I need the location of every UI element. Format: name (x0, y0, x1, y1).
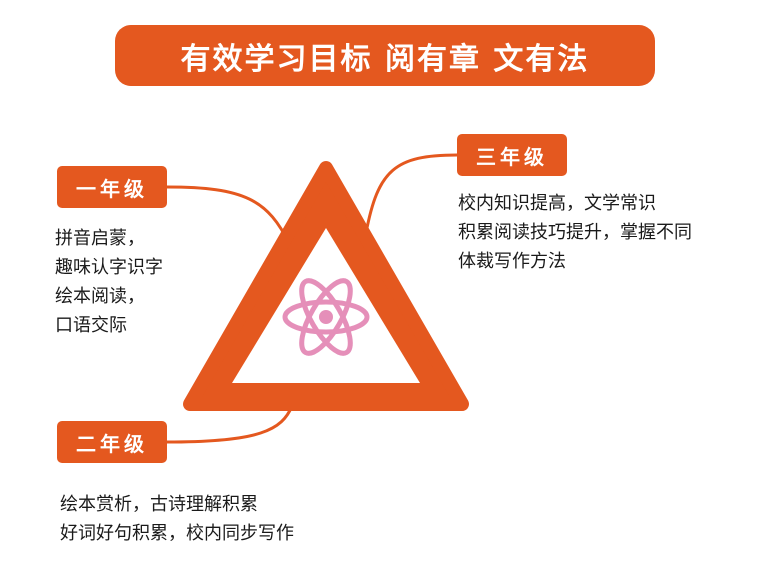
grade-2-line: 绘本赏析，古诗理解积累 (60, 494, 258, 515)
page-title: 有效学习目标 阅有章 文有法 (180, 41, 590, 77)
grade-1-line: 拼音启蒙， (55, 228, 145, 249)
grade-3-line: 校内知识提高，文学常识 (458, 193, 656, 214)
grade-1-description: 拼音启蒙， 趣味认字识字 绘本阅读， 口语交际 (55, 224, 163, 340)
grade-1-line: 口语交际 (55, 315, 127, 336)
grade-3-tab: 三年级 (457, 134, 567, 176)
grade-2-tab: 二年级 (57, 421, 167, 463)
grade-1-tab: 一年级 (57, 166, 167, 208)
title-banner: 有效学习目标 阅有章 文有法 (115, 25, 655, 86)
grade-1-line: 绘本阅读， (55, 286, 145, 307)
connector-grade1 (166, 185, 292, 246)
grade-3-line: 积累阅读技巧提升，掌握不同 (458, 222, 692, 243)
connector-grade3 (364, 153, 458, 234)
grade-1-line: 趣味认字识字 (55, 257, 163, 278)
grade-2-line: 好词好句积累，校内同步写作 (60, 523, 294, 544)
grade-2-description: 绘本赏析，古诗理解积累 好词好句积累，校内同步写作 (60, 490, 294, 548)
grade-3-description: 校内知识提高，文学常识 积累阅读技巧提升，掌握不同 体裁写作方法 (458, 189, 692, 276)
center-triangle-inner (232, 228, 420, 383)
grade-2-label: 二年级 (76, 431, 148, 456)
grade-1-label: 一年级 (76, 176, 148, 201)
grade-3-line: 体裁写作方法 (458, 251, 566, 272)
grade-3-label: 三年级 (476, 144, 548, 169)
atom-icon (282, 278, 370, 356)
connector-grade2 (166, 405, 294, 444)
